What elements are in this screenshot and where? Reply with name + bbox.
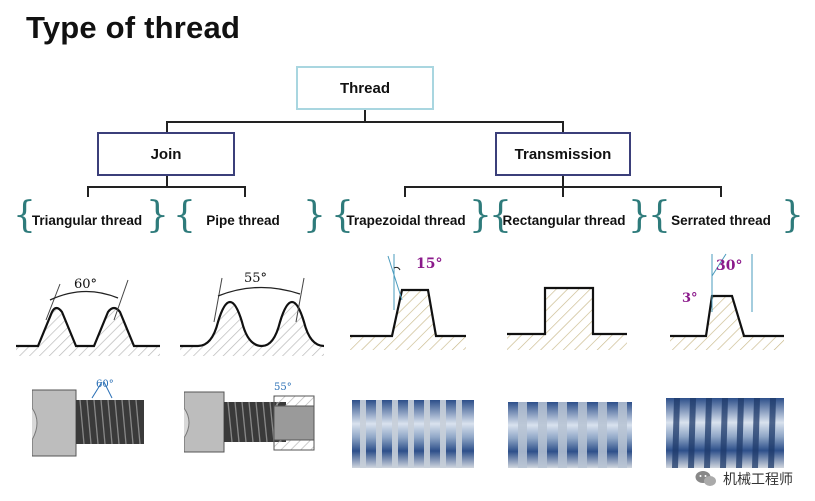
serrated-angle-top-label: 30°: [716, 258, 742, 274]
thread-root-node: Thread: [296, 66, 434, 110]
brace-right-icon: }: [303, 195, 326, 236]
page-title: Type of thread: [26, 10, 241, 45]
watermark: 机械工程师: [695, 469, 793, 489]
connector: [244, 186, 246, 197]
leaf-serrated-thread: Serrated thread: [671, 212, 771, 228]
connector: [562, 121, 564, 133]
rectangular-screw-image: [508, 402, 632, 468]
leaf-pipe-thread: Pipe thread: [206, 212, 280, 228]
brace-right-icon: }: [628, 195, 651, 236]
leaf-trapezoidal-thread: Trapezoidal thread: [346, 212, 466, 228]
connector: [87, 186, 246, 188]
serrated-profile-diagram: 30° 3°: [670, 253, 784, 350]
trapezoidal-screw-image: [352, 400, 474, 468]
brace-left-icon: {: [173, 195, 196, 236]
triangular-bolt-image: 60°: [32, 379, 144, 457]
brace-left-icon: {: [489, 195, 512, 236]
watermark-text: 机械工程师: [723, 471, 793, 487]
pipe-fitting-image: 55°: [184, 382, 315, 453]
pipe-angle-label: 55°: [244, 271, 267, 286]
serrated-angle-small-label: 3°: [682, 291, 698, 306]
wechat-icon: [695, 471, 716, 486]
brace-left-icon: {: [648, 195, 671, 236]
triangular-angle-label: 60°: [74, 277, 97, 292]
connector: [404, 186, 406, 197]
connector: [166, 121, 564, 123]
connector: [166, 176, 168, 187]
trapezoidal-angle-label: 15°: [416, 256, 442, 272]
connector: [166, 121, 168, 133]
connector: [87, 186, 89, 197]
leaf-rectangular-thread: Rectangular thread: [502, 212, 626, 228]
transmission-label: Transmission: [514, 145, 612, 163]
triangular-photo-angle: 60°: [96, 379, 114, 390]
triangular-profile-diagram: 60°: [16, 277, 160, 356]
pipe-profile-diagram: 55°: [180, 271, 325, 356]
brace-left-icon: {: [13, 195, 36, 236]
trapezoidal-profile-diagram: 15°: [350, 254, 466, 350]
brace-right-icon: }: [469, 195, 492, 236]
leaf-triangular-thread: Triangular thread: [31, 212, 143, 228]
serrated-screw-image: [666, 398, 784, 468]
rectangular-profile-diagram: [507, 286, 627, 350]
brace-right-icon: }: [146, 195, 169, 236]
connector: [562, 186, 564, 197]
connector: [720, 186, 722, 197]
connector: [364, 110, 366, 122]
connector: [562, 176, 564, 187]
brace-left-icon: {: [331, 195, 354, 236]
brace-right-icon: }: [781, 195, 804, 236]
join-node: Join: [97, 132, 235, 176]
join-label: Join: [150, 145, 182, 163]
pipe-photo-angle: 55°: [274, 382, 292, 393]
transmission-node: Transmission: [495, 132, 631, 176]
root-label: Thread: [339, 79, 390, 97]
